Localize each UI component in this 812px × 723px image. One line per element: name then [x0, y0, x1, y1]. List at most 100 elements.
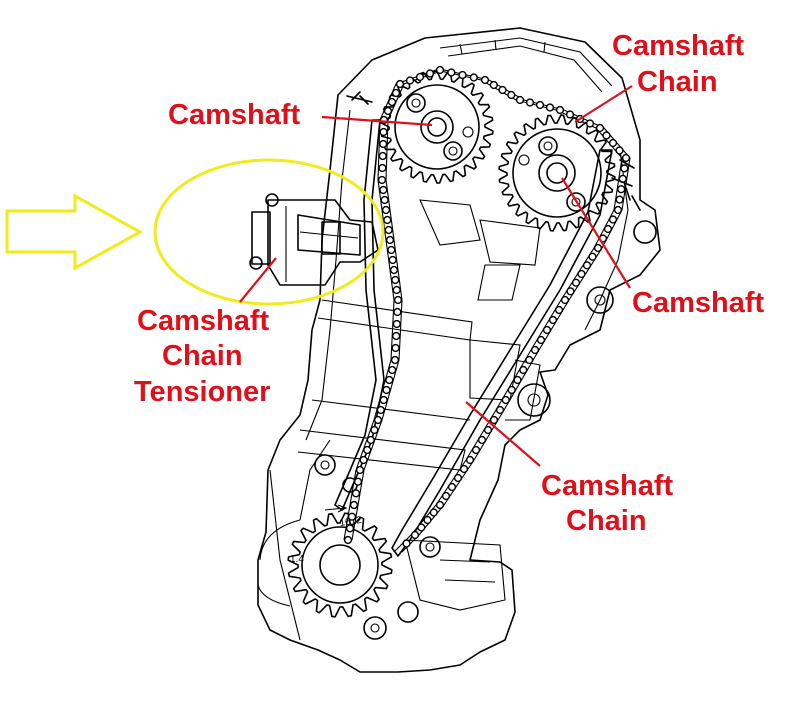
chain-link — [376, 405, 385, 415]
chain-link — [515, 95, 525, 105]
chain-tensioner — [249, 193, 379, 286]
chain-guide-left — [334, 119, 385, 511]
chain-link — [382, 385, 391, 395]
chain-link — [351, 489, 361, 498]
chain-link — [387, 245, 396, 255]
chain-link — [480, 75, 490, 85]
chain-link — [620, 164, 629, 173]
chain-link — [565, 110, 575, 119]
crank-mark-stamp: 1.4 — [290, 554, 304, 565]
chain-link — [391, 275, 400, 285]
chain-link — [525, 355, 534, 365]
chain-link — [381, 205, 391, 215]
chain-link — [617, 185, 626, 194]
chain-link — [393, 307, 402, 317]
chain-link — [384, 225, 393, 235]
camshaft-chain-links — [343, 65, 631, 553]
chain-link — [385, 375, 394, 385]
chain-link — [391, 343, 400, 353]
chain-link — [379, 395, 388, 405]
chain-link — [530, 345, 540, 355]
chain-link — [582, 261, 592, 270]
chain-link — [555, 105, 565, 115]
chain-link — [525, 98, 535, 107]
chain-link — [603, 224, 613, 234]
chain-link — [373, 415, 383, 425]
leader-camshaft-chain-bottom — [465, 401, 541, 467]
leader-camshaft-right — [561, 177, 631, 289]
crank-code-stamp: 1612 — [339, 515, 363, 529]
chain-link — [363, 445, 372, 455]
leader-camshaft-chain-top — [574, 85, 633, 123]
chain-link — [392, 285, 401, 295]
chain-link — [377, 175, 387, 185]
chain-link — [392, 331, 401, 341]
chain-link — [536, 335, 546, 345]
chain-link — [458, 70, 467, 80]
chain-link — [483, 425, 493, 435]
chain-link — [345, 524, 355, 533]
chain-link — [608, 215, 618, 224]
label-camshaft-chain-top-1: Camshaft — [612, 30, 744, 62]
chain-link — [495, 405, 505, 415]
label-camshaft-left: Camshaft — [168, 99, 300, 131]
chain-link — [388, 365, 397, 375]
chain-link — [471, 445, 481, 455]
chain-link — [353, 477, 363, 486]
chain-link — [571, 278, 581, 287]
chain-link — [621, 153, 631, 163]
chain-link — [548, 315, 558, 325]
engine-line-art — [257, 27, 661, 673]
chain-link — [387, 97, 397, 107]
leader-tensioner — [239, 257, 277, 303]
chain-link — [465, 455, 475, 465]
chain-link — [615, 146, 624, 155]
chain-link — [343, 535, 353, 545]
chain-link — [379, 127, 388, 137]
chain-link — [542, 325, 552, 335]
right-arrow-icon — [5, 193, 144, 271]
chain-link — [380, 195, 389, 205]
chain-link — [519, 365, 528, 375]
chain-link — [355, 465, 365, 475]
chain-guide-right — [391, 149, 613, 557]
chain-link — [608, 138, 618, 148]
chain-link — [391, 88, 401, 98]
chain-link — [395, 79, 405, 89]
chain-link — [435, 65, 445, 75]
chain-link — [535, 100, 545, 110]
chain-link — [498, 85, 507, 95]
chain-link — [405, 76, 415, 85]
chain-link — [441, 491, 451, 501]
label-camshaft-chain-bottom-2: Chain — [566, 505, 647, 537]
chain-link — [588, 252, 597, 261]
chain-link — [453, 473, 463, 483]
label-camshaft-chain-bottom-1: Camshaft — [541, 470, 673, 502]
chain-link — [507, 90, 516, 100]
chain-link — [469, 73, 478, 82]
chain-link — [577, 269, 586, 279]
callout-labels: Camshaft Chain Camshaft Camshaft Camshaf… — [134, 30, 764, 537]
chain-link — [501, 395, 510, 405]
chain-link — [378, 163, 387, 173]
timing-marks — [346, 91, 641, 211]
chain-link — [429, 508, 438, 517]
chain-link — [560, 295, 570, 305]
chain-link — [389, 265, 399, 275]
chain-link — [602, 131, 611, 140]
chain-link — [423, 515, 432, 525]
chain-link — [554, 305, 564, 315]
chain-link — [347, 512, 357, 521]
crankshaft-sprocket: 1612 1.4 — [257, 504, 393, 618]
chain-link — [349, 500, 359, 510]
chain-link — [435, 500, 445, 510]
chain-link — [447, 68, 456, 77]
chain-link — [477, 435, 487, 445]
chain-link — [615, 195, 624, 204]
chain-link — [392, 319, 401, 329]
timing-cover-outline — [257, 27, 661, 673]
camshaft-sprocket-right — [498, 114, 616, 232]
chain-link — [593, 243, 603, 253]
chain-link — [388, 255, 397, 265]
